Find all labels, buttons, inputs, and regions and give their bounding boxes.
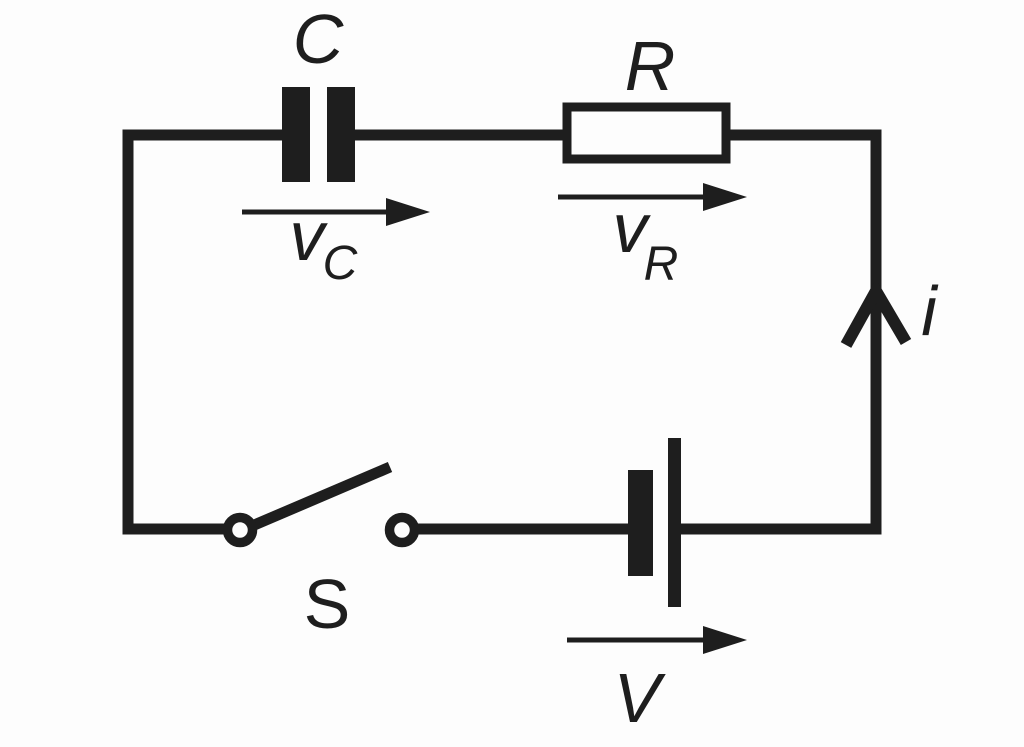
battery-plate-short	[628, 470, 653, 576]
switch-symbol	[222, 461, 420, 548]
resistor-label: R	[625, 27, 676, 105]
switch-lever	[249, 461, 393, 532]
battery-symbol	[628, 438, 681, 607]
vr-arrow	[558, 183, 747, 211]
capacitor-plate-left	[282, 87, 310, 182]
res-voltage-label-sub: R	[644, 238, 679, 291]
res-voltage-label-main: v	[613, 189, 652, 267]
switch-terminal-right	[384, 512, 420, 548]
wires	[122, 129, 882, 535]
capacitor-label: C	[293, 0, 344, 78]
resistor-symbol	[562, 102, 731, 164]
capacitor-symbol	[282, 87, 355, 182]
battery-plate-long	[668, 438, 681, 607]
vr-arrow-head	[703, 183, 747, 211]
vc-arrow	[242, 198, 430, 226]
current-arrow-icon	[840, 278, 912, 348]
wire-left-loop	[122, 129, 286, 535]
cap-voltage-label-main: v	[290, 197, 329, 275]
source-voltage-label: V	[614, 659, 667, 737]
cap-voltage-label-sub: C	[323, 237, 358, 290]
v-arrow	[567, 626, 747, 654]
switch-label: S	[304, 565, 351, 643]
v-arrow-head	[703, 626, 747, 654]
vc-arrow-head	[386, 198, 430, 226]
switch-terminal-left	[222, 512, 258, 548]
current-label: i	[921, 272, 939, 350]
capacitor-plate-right	[327, 87, 355, 182]
